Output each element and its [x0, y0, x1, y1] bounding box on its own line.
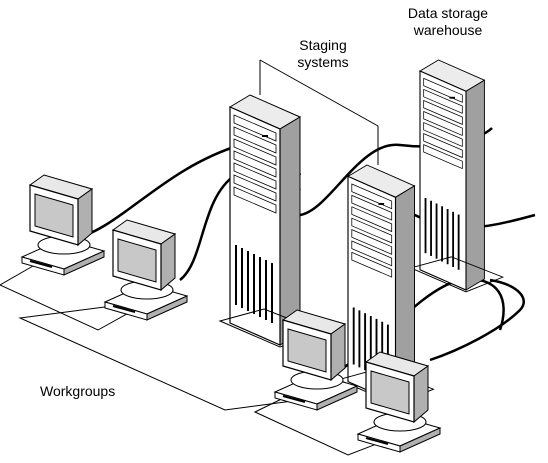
storage-label-line2: warehouse — [413, 22, 483, 38]
staging-label: Staging systems — [283, 37, 363, 71]
workstation-2 — [104, 219, 188, 321]
workstation-3 — [274, 309, 358, 411]
staging-label-line1: Staging — [299, 37, 347, 53]
storage-label: Data storage warehouse — [398, 5, 498, 39]
staging-label-line2: systems — [297, 54, 349, 70]
storage-label-line1: Data storage — [407, 5, 489, 21]
workgroup-link-right — [253, 389, 393, 456]
workstation-4 — [357, 351, 441, 453]
workstation-1 — [21, 174, 105, 276]
staging-server-1 — [219, 94, 321, 348]
workgroup-link-left — [0, 261, 144, 331]
workgroup-link-main — [18, 304, 301, 411]
storage-server — [409, 59, 504, 293]
cable-ws4-staging2 — [429, 278, 525, 362]
staging-leader-right — [259, 59, 379, 165]
workgroups-label: Workgroups — [40, 383, 116, 399]
